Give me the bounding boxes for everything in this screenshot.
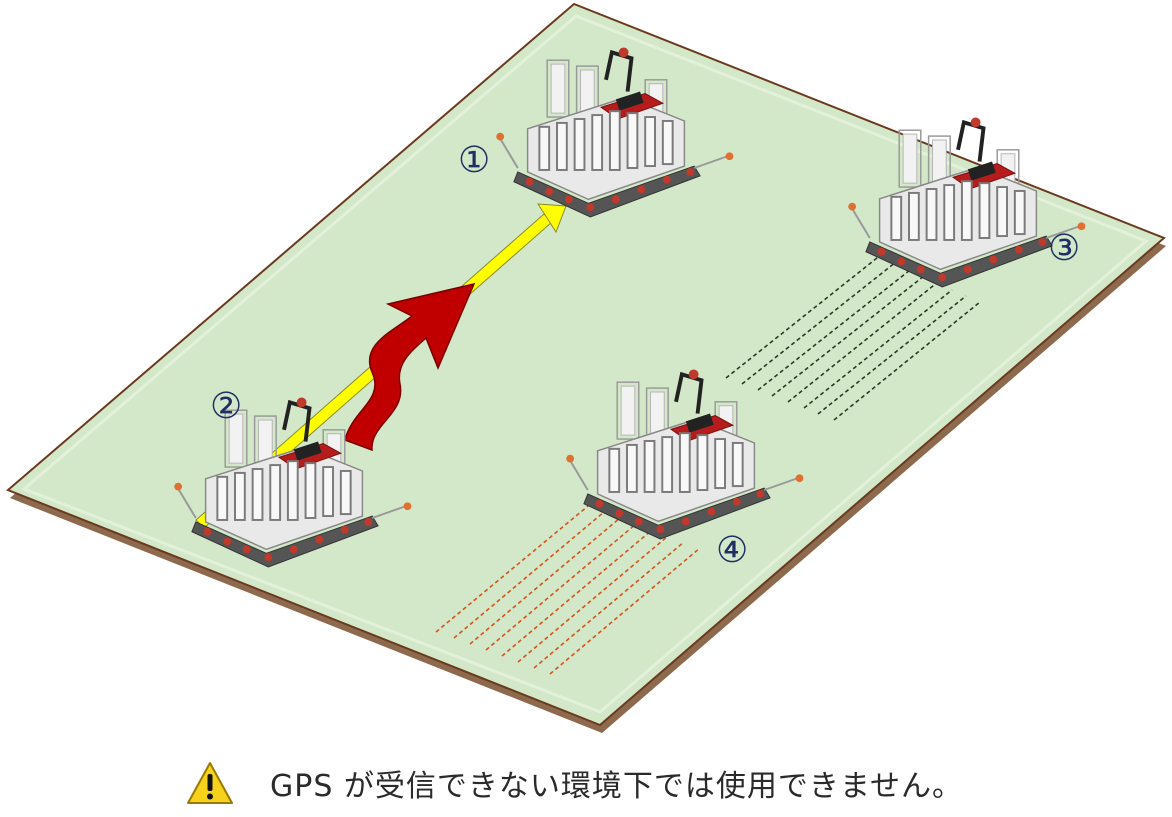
marker-label-1: ① <box>458 140 490 181</box>
warning-row: GPS が受信できない環境下では使用できません。 <box>186 758 963 808</box>
planted-rows-orange <box>435 505 701 675</box>
planted-rows-dark <box>725 253 981 421</box>
red-curve-arrow <box>344 282 476 452</box>
warning-text: GPS が受信できない環境下では使用できません。 <box>270 769 964 804</box>
marker-label-3: ③ <box>1048 228 1080 269</box>
marker-label-2: ② <box>210 386 242 427</box>
marker-label-4: ④ <box>716 530 748 571</box>
warning-triangle-icon <box>187 762 233 804</box>
